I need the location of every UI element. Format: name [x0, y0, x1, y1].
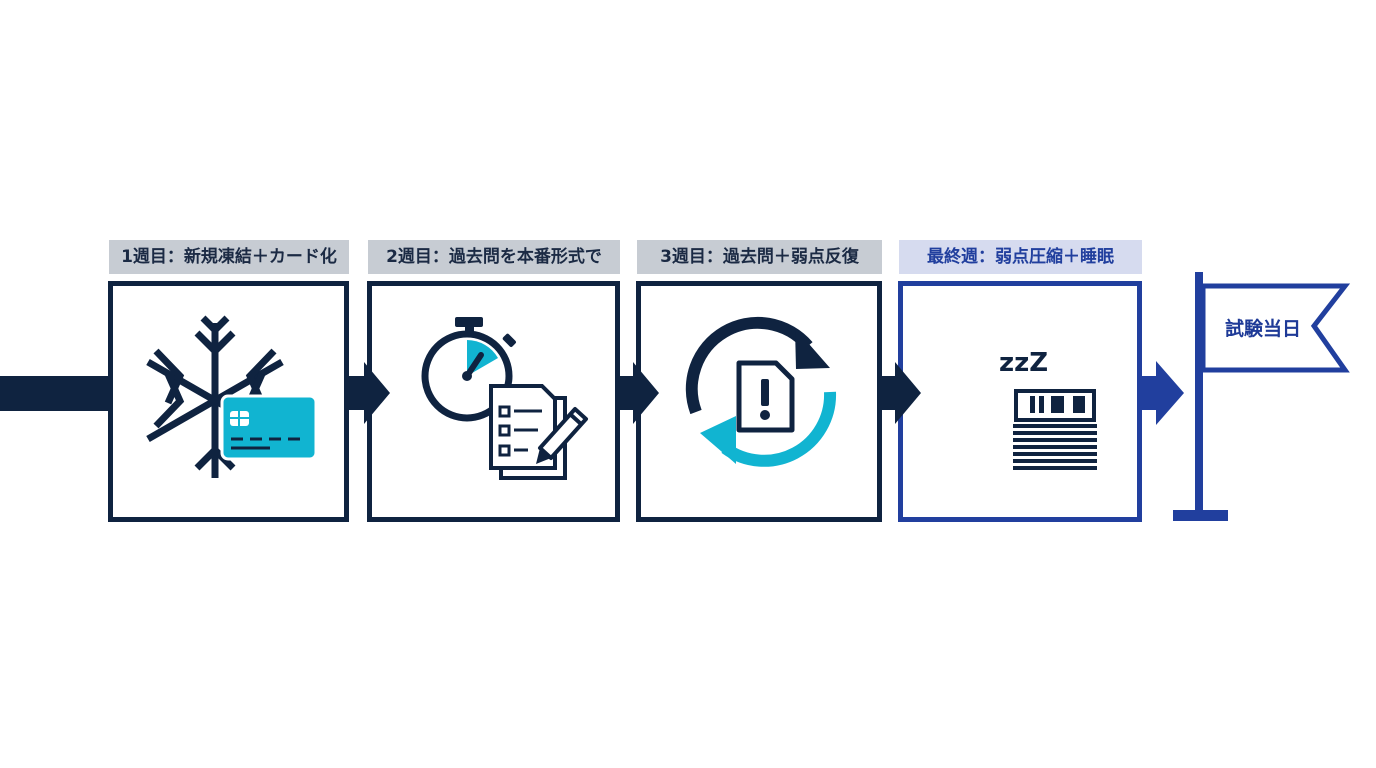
sleep-zzz-icon: zzZ [999, 348, 1048, 378]
step-4-label: 最終週：弱点圧縮＋睡眠 [899, 240, 1142, 274]
stopwatch-checklist-icon [421, 317, 588, 480]
repeat-arrows-icon [685, 316, 837, 467]
step-3-label: 3週目：過去問＋弱点反復 [637, 240, 882, 274]
step-2-label: 2週目：過去問を本番形式で [368, 240, 620, 274]
step-1-label: 1週目：新規凍結＋カード化 [109, 240, 349, 274]
moon-sleep-notes-icon: zzZ [960, 327, 1097, 470]
stopwatch-icon [421, 317, 516, 422]
card-icon [220, 394, 318, 461]
start-bar [0, 376, 108, 411]
repeat-warning-icon [685, 316, 837, 467]
arrow-icon [620, 362, 659, 424]
arrow-icon [882, 362, 921, 424]
sleep-zzz-text: zzZ [999, 348, 1048, 378]
flag-pole [1195, 272, 1203, 514]
goal-label: 試験当日 [1224, 318, 1301, 340]
arrow-icon [349, 362, 390, 424]
snowflake-card-icon [146, 315, 318, 478]
pencil-icon [536, 407, 588, 464]
notes-stack-icon [1013, 389, 1097, 470]
flag-icon [1173, 272, 1351, 521]
arrow-icon [1142, 361, 1184, 425]
flag-base [1173, 510, 1228, 521]
flag-cloth [1200, 283, 1351, 373]
warning-document-icon [736, 360, 795, 433]
